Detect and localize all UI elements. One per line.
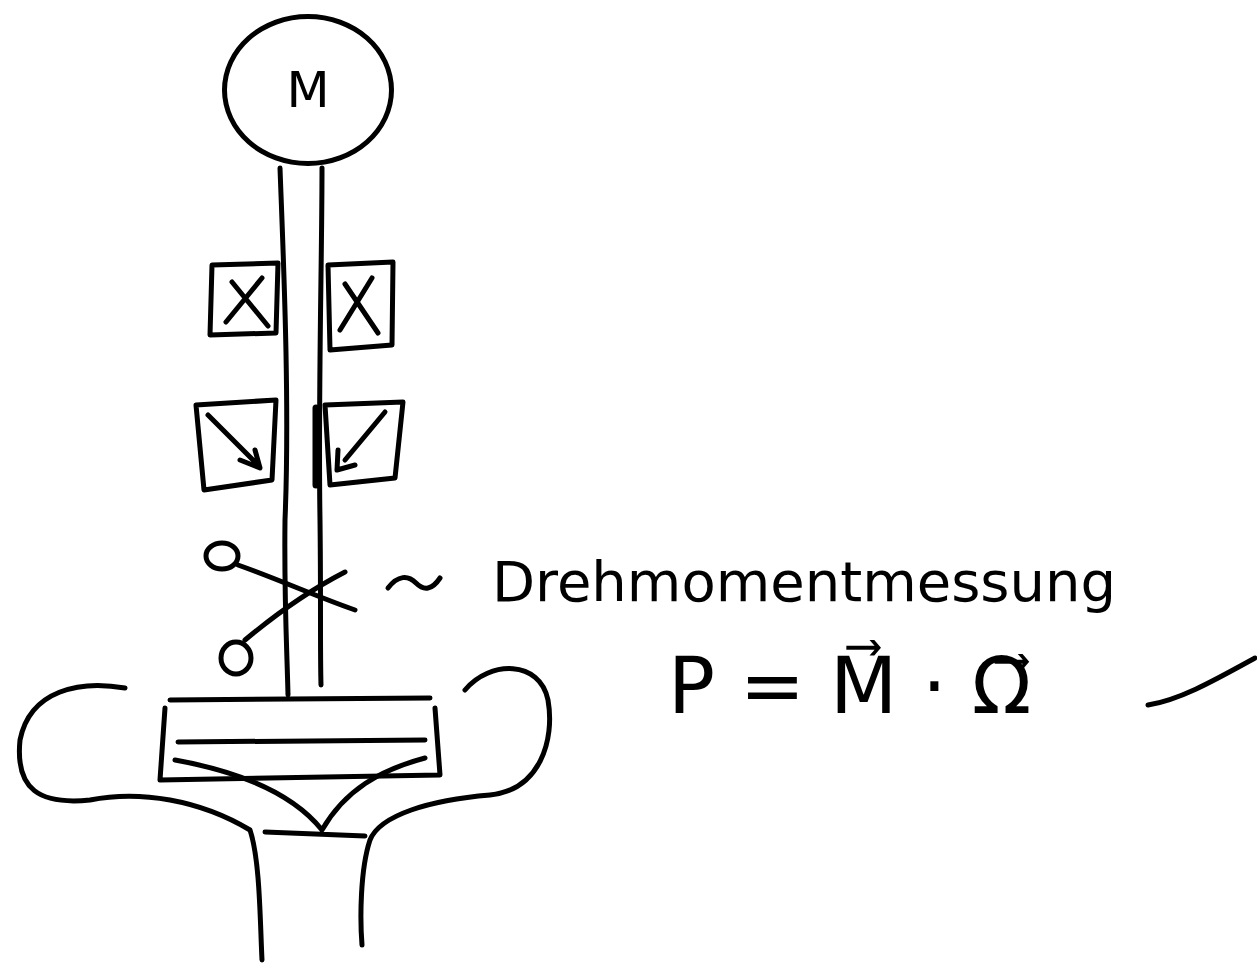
cross-symbol (340, 278, 378, 333)
sensor-terminal (206, 543, 238, 569)
hub-outline (19, 686, 262, 960)
motor-label: M (286, 60, 329, 120)
shaft-line (280, 168, 288, 695)
dot-symbol (337, 412, 385, 470)
cross-symbol (226, 278, 268, 326)
sensor-terminal (221, 642, 251, 674)
dot-symbol (208, 415, 260, 468)
shaft-line (319, 168, 322, 685)
motor-circle: M (222, 14, 394, 166)
check-mark (1148, 658, 1255, 705)
shaft-line (313, 408, 320, 485)
formula-text: P = M⃗ · Ω⃗ (668, 640, 1031, 734)
coil-box (196, 400, 276, 490)
leader-tilde (388, 578, 440, 589)
annotation-text: Drehmomentmessung (492, 548, 1116, 615)
coil-box (328, 262, 393, 350)
sensor-line (245, 572, 345, 640)
hub-outline (361, 669, 550, 945)
coil-box (325, 402, 403, 485)
coil-box (210, 263, 278, 335)
